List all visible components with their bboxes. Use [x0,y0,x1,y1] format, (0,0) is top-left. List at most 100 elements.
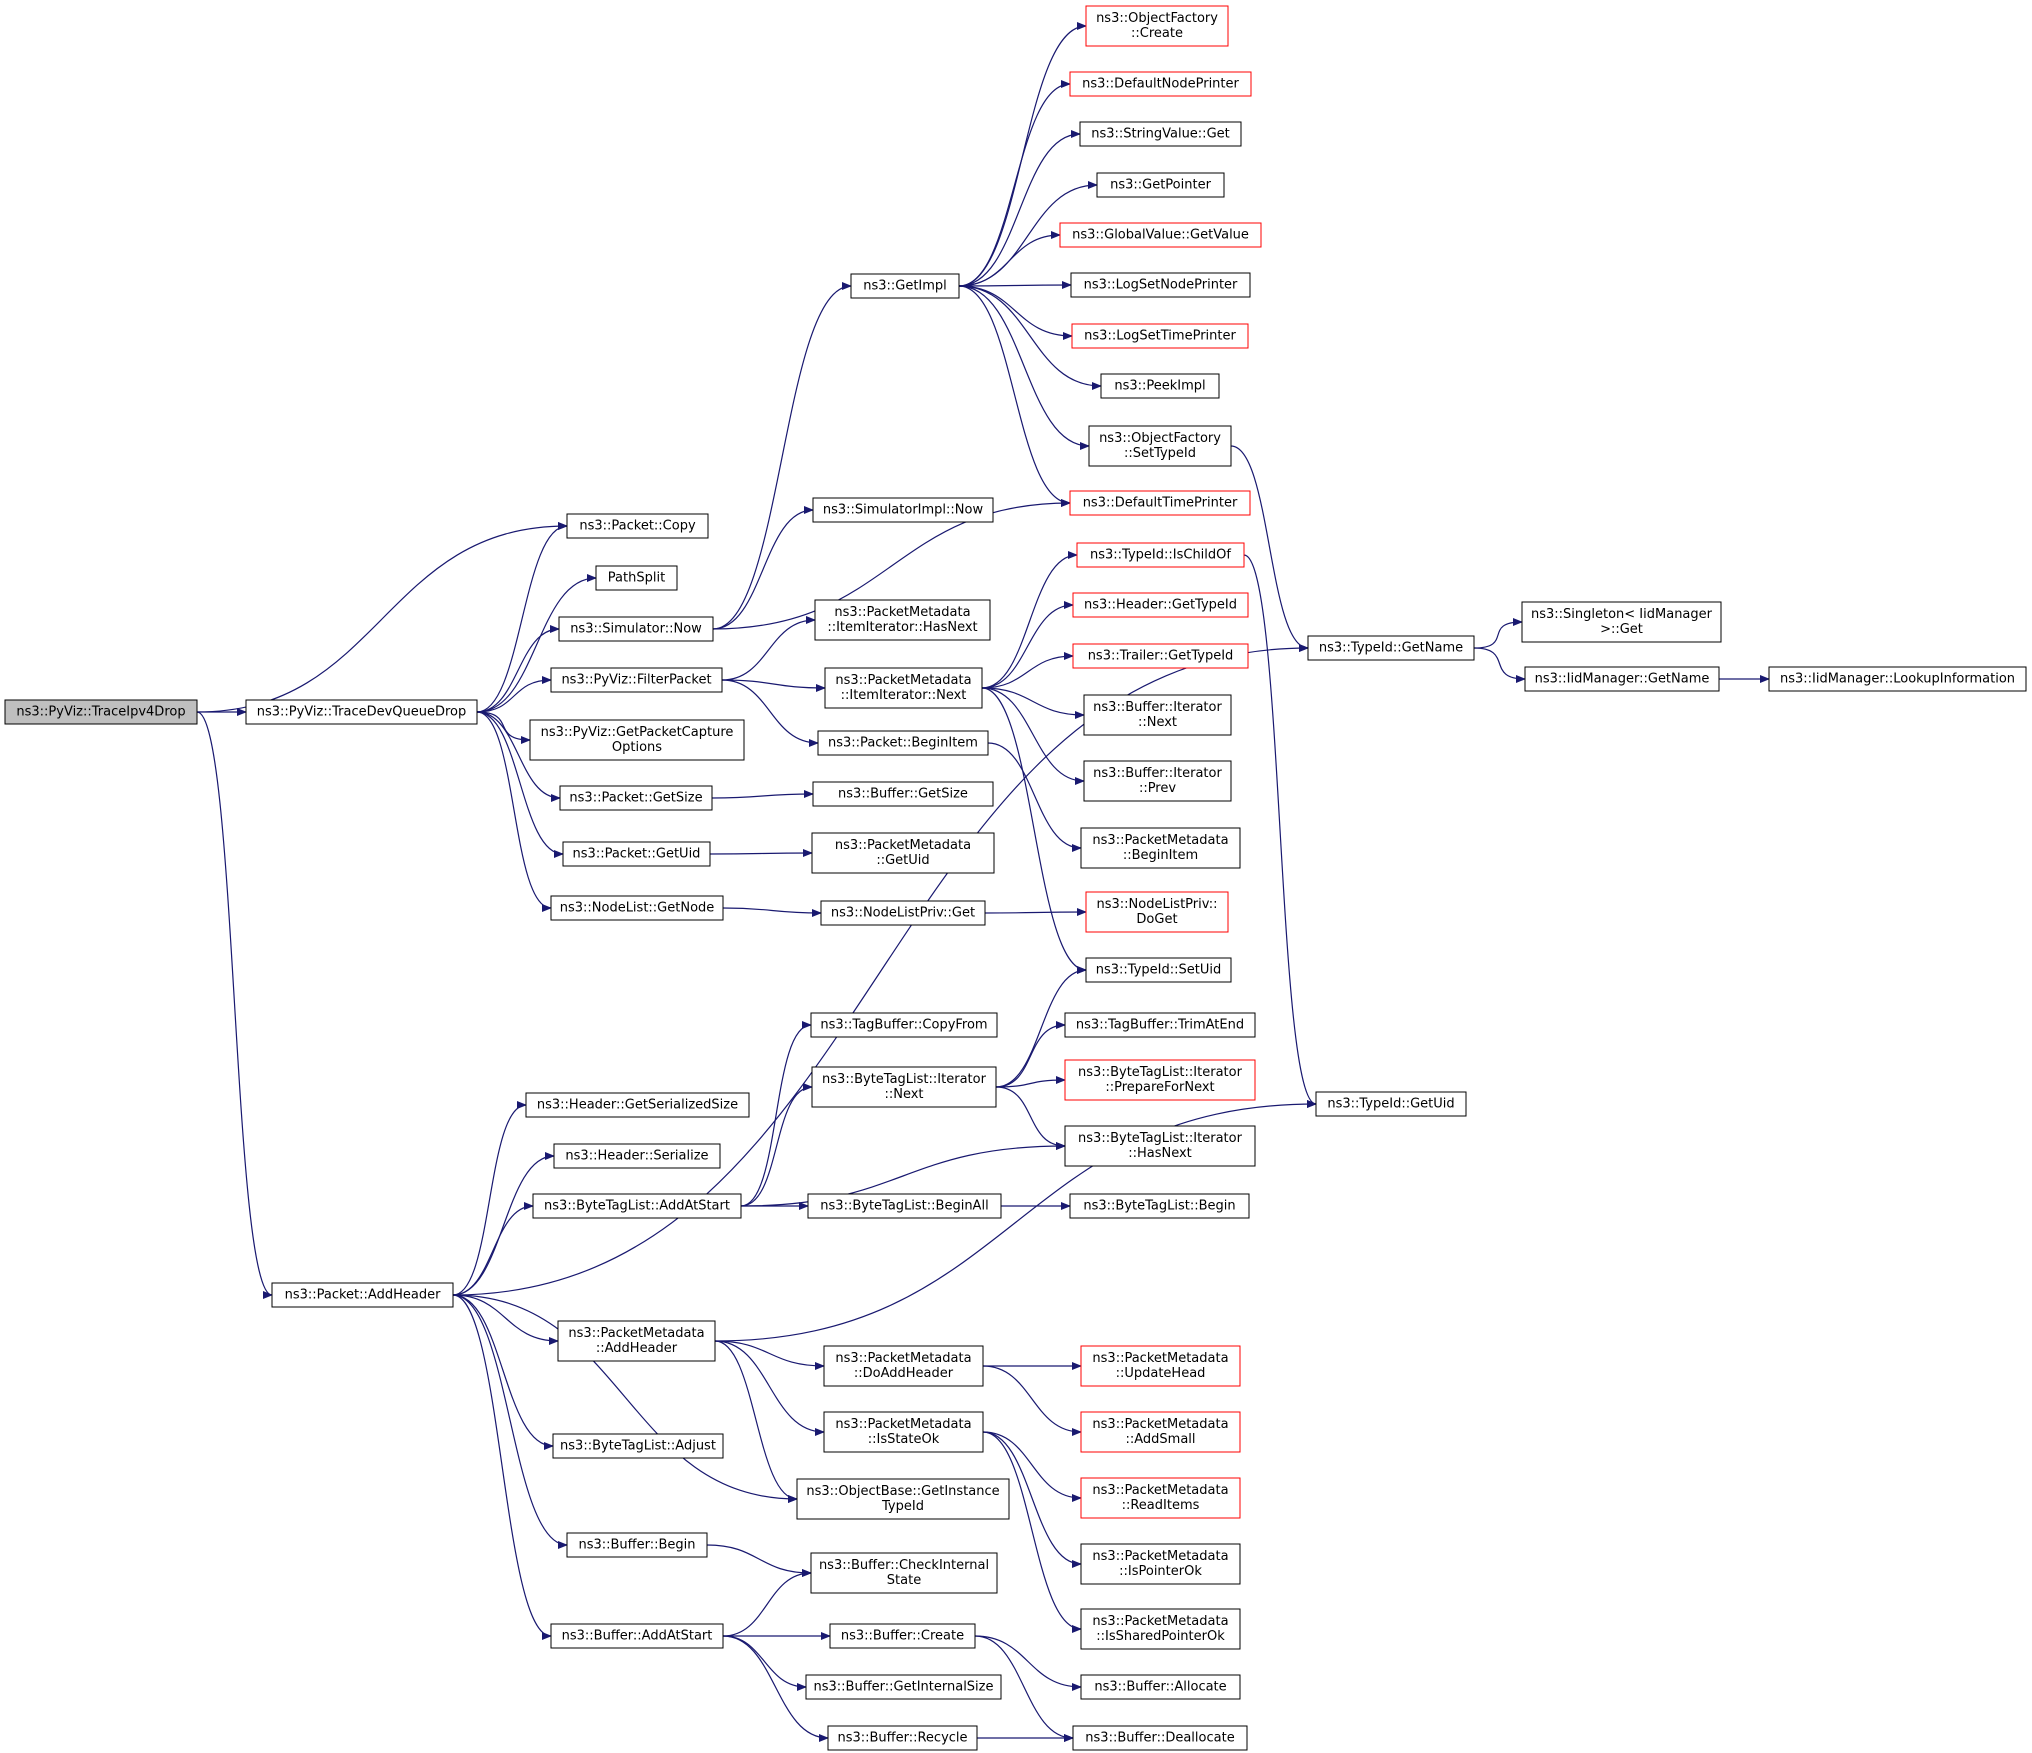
node-label: ::ItemIterator::HasNext [827,620,977,635]
node-bgis[interactable]: ns3::Buffer::GetInternalSize [805,1674,1002,1700]
node-nlpget[interactable]: ns3::NodeListPriv::Get [820,900,986,926]
node-box [566,1532,708,1558]
node-pmstate[interactable]: ns3::PacketMetadata::IsStateOk [823,1411,984,1453]
node-ofcreate[interactable]: ns3::ObjectFactory::Create [1085,5,1229,47]
node-bbegin[interactable]: ns3::Buffer::Begin [566,1532,708,1558]
node-label: ::IsStateOk [868,1432,940,1447]
node-tbcopy[interactable]: ns3::TagBuffer::CopyFrom [810,1012,998,1038]
node-psplit[interactable]: PathSplit [595,565,678,591]
node-tidsetuid[interactable]: ns3::TypeId::SetUid [1085,957,1232,983]
node-pmbegin[interactable]: ns3::PacketMetadata::BeginItem [1080,827,1241,869]
node-label: ns3::PeekImpl [1114,379,1205,394]
node-label: ns3::PacketMetadata [835,673,971,688]
node-tidgetname[interactable]: ns3::TypeId::GetName [1307,635,1475,661]
node-pbegin[interactable]: ns3::Packet::BeginItem [817,730,989,756]
node-label: ns3::NodeListPriv:: [1096,897,1217,912]
node-filter[interactable]: ns3::PyViz::FilterPacket [550,667,723,693]
node-btlbegin[interactable]: ns3::ByteTagList::Begin [1069,1193,1250,1219]
node-iidlookup[interactable]: ns3::IidManager::LookupInformation [1768,666,2027,692]
node-nlpdoget[interactable]: ns3::NodeListPriv::DoGet [1085,891,1229,933]
node-lstp[interactable]: ns3::LogSetTimePrinter [1071,323,1249,349]
node-bdealloc[interactable]: ns3::Buffer::Deallocate [1072,1725,1248,1751]
edge-pmdoadd-to-pmsmall [982,1365,1082,1436]
node-svget[interactable]: ns3::StringValue::Get [1079,121,1242,147]
node-label: ns3::PyViz::FilterPacket [561,673,711,688]
node-ischild[interactable]: ns3::TypeId::IsChildOf [1076,542,1245,568]
node-pmread[interactable]: ns3::PacketMetadata::ReadItems [1080,1477,1241,1519]
node-biprev[interactable]: ns3::Buffer::Iterator::Prev [1083,760,1232,802]
node-pmguid[interactable]: ns3::PacketMetadata::GetUid [811,832,995,874]
edge-pmaddhdr-to-tidgetuid [714,1100,1317,1342]
node-label: ns3::PacketMetadata [835,838,971,853]
node-btlbeginall[interactable]: ns3::ByteTagList::BeginAll [807,1193,1002,1219]
node-nlget[interactable]: ns3::NodeList::GetNode [550,895,724,921]
node-pmshared[interactable]: ns3::PacketMetadata::IsSharedPointerOk [1080,1608,1241,1650]
node-pmdoadd[interactable]: ns3::PacketMetadata::DoAddHeader [823,1345,984,1387]
node-ofsettid[interactable]: ns3::ObjectFactory::SetTypeId [1088,425,1232,467]
node-root[interactable]: ns3::PyViz::TraceIpv4Drop [4,699,198,725]
node-label: ns3::PacketMetadata [1092,1417,1228,1432]
node-pguid[interactable]: ns3::Packet::GetUid [562,841,711,867]
node-hgettid[interactable]: ns3::Header::GetTypeId [1072,592,1249,618]
node-label: ns3::ObjectFactory [1096,11,1218,26]
node-box [562,841,711,867]
node-label: ns3::PacketMetadata [1092,1351,1228,1366]
node-dnp[interactable]: ns3::DefaultNodePrinter [1069,71,1252,97]
node-iidgetname[interactable]: ns3::IidManager::GetName [1524,666,1720,692]
node-label: ns3::TypeId::GetUid [1327,1097,1454,1112]
node-pmnext[interactable]: ns3::PacketMetadata::ItemIterator::Next [824,667,983,709]
node-box [1072,592,1249,618]
node-box [1083,760,1232,802]
node-label: ns3::TypeId::GetName [1319,641,1463,656]
node-label: ns3::SimulatorImpl::Now [823,503,984,518]
node-bcreate[interactable]: ns3::Buffer::Create [829,1623,976,1649]
node-pgsize[interactable]: ns3::Packet::GetSize [559,785,713,811]
node-binext[interactable]: ns3::Buffer::Iterator::Next [1083,694,1232,736]
node-dtp[interactable]: ns3::DefaultTimePrinter [1069,490,1251,516]
node-gptr[interactable]: ns3::GetPointer [1096,172,1225,198]
node-hser[interactable]: ns3::Header::Serialize [553,1143,721,1169]
node-getimpl[interactable]: ns3::GetImpl [850,273,960,299]
node-tidgetuid[interactable]: ns3::TypeId::GetUid [1315,1091,1467,1117]
node-baddstart[interactable]: ns3::Buffer::AddAtStart [550,1623,724,1649]
node-pmptr[interactable]: ns3::PacketMetadata::IsPointerOk [1080,1543,1241,1585]
node-btladj[interactable]: ns3::ByteTagList::Adjust [552,1433,724,1459]
node-balloc[interactable]: ns3::Buffer::Allocate [1080,1674,1241,1700]
node-addhdr[interactable]: ns3::Packet::AddHeader [271,1282,454,1308]
node-hgss[interactable]: ns3::Header::GetSerializedSize [525,1092,750,1118]
node-btlhas[interactable]: ns3::ByteTagList::Iterator::HasNext [1064,1125,1256,1167]
node-tdqd[interactable]: ns3::PyViz::TraceDevQueueDrop [245,699,478,725]
node-pmhasnext[interactable]: ns3::PacketMetadata::ItemIterator::HasNe… [814,599,991,641]
node-btladd[interactable]: ns3::ByteTagList::AddAtStart [532,1193,742,1219]
node-singleton[interactable]: ns3::Singleton< IidManager >::Get [1521,601,1722,643]
node-tbtrim[interactable]: ns3::TagBuffer::TrimAtEnd [1064,1012,1256,1038]
node-bgsize[interactable]: ns3::Buffer::GetSize [812,781,994,807]
node-pmsmall[interactable]: ns3::PacketMetadata::AddSmall [1080,1411,1241,1453]
node-label: >::Get [1600,622,1643,637]
node-label: ns3::NodeListPriv::Get [831,906,975,921]
node-lsnp[interactable]: ns3::LogSetNodePrinter [1070,272,1251,298]
node-tgettid[interactable]: ns3::Trailer::GetTypeId [1072,643,1249,669]
node-gvget[interactable]: ns3::GlobalValue::GetValue [1059,222,1262,248]
node-label: ns3::TagBuffer::CopyFrom [820,1018,987,1033]
node-label: ::UpdateHead [1116,1366,1206,1381]
node-pmupd[interactable]: ns3::PacketMetadata::UpdateHead [1080,1345,1241,1387]
node-brecycle[interactable]: ns3::Buffer::Recycle [827,1725,978,1751]
edge-bbegin-to-bcheck [706,1544,812,1577]
node-simimplnow[interactable]: ns3::SimulatorImpl::Now [812,497,994,523]
node-peek[interactable]: ns3::PeekImpl [1100,373,1220,399]
node-simnow[interactable]: ns3::Simulator::Now [558,616,714,642]
node-pcopy[interactable]: ns3::Packet::Copy [566,513,709,539]
node-box [1315,1091,1467,1117]
node-label: ns3::DefaultNodePrinter [1082,77,1239,92]
node-btlprep[interactable]: ns3::ByteTagList::Iterator::PrepareForNe… [1064,1059,1256,1101]
node-label: ns3::PacketMetadata [1092,1549,1228,1564]
edge-root-to-addhdr [196,711,273,1299]
node-pmaddhdr[interactable]: ns3::PacketMetadata::AddHeader [557,1320,716,1362]
node-btlinext[interactable]: ns3::ByteTagList::Iterator::Next [811,1066,997,1108]
node-box [550,1623,724,1649]
edge-tdqd-to-pcopy [476,522,568,713]
